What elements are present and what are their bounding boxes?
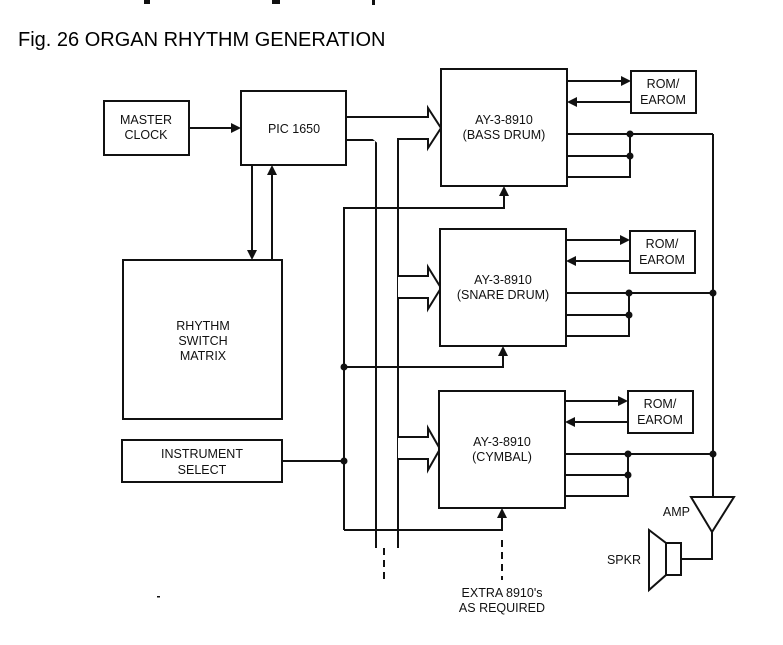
rom-label-2: EAROM bbox=[637, 413, 683, 427]
pic-matrix-wires bbox=[247, 165, 277, 260]
master-clock-label-2: CLOCK bbox=[124, 128, 168, 142]
master-clock-block: MASTER CLOCK bbox=[103, 100, 190, 156]
amp-triangle-icon bbox=[689, 496, 736, 534]
ay-bass-voice-label: (BASS DRUM) bbox=[463, 128, 546, 142]
rhythm-switch-matrix-block: RHYTHM SWITCH MATRIX bbox=[122, 259, 283, 420]
amplifier: AMP bbox=[663, 496, 736, 560]
matrix-label-3: MATRIX bbox=[180, 349, 227, 363]
instrument-select-label-2: SELECT bbox=[178, 463, 227, 477]
ay-cymbal-voice-label: (CYMBAL) bbox=[472, 450, 532, 464]
ay-cymbal-block: AY-3-8910 (CYMBAL) bbox=[438, 390, 566, 509]
extra-8910-continuation: EXTRA 8910's AS REQUIRED bbox=[459, 540, 545, 615]
data-bus bbox=[346, 104, 443, 548]
matrix-label-2: SWITCH bbox=[178, 334, 227, 348]
ay-snare-voice-label: (SNARE DRUM) bbox=[457, 288, 549, 302]
amp-label: AMP bbox=[663, 505, 690, 519]
ay-bass-chip-label: AY-3-8910 bbox=[475, 113, 533, 127]
pic-1650-block: PIC 1650 bbox=[240, 90, 347, 166]
audio-out-bass bbox=[567, 130, 713, 178]
rom-earom-cymbal: ROM/ EAROM bbox=[565, 390, 694, 434]
clock-to-pic-wire bbox=[189, 123, 241, 133]
rom-label-1: ROM/ bbox=[646, 237, 679, 251]
matrix-label-1: RHYTHM bbox=[176, 319, 229, 333]
speaker-label: SPKR bbox=[607, 553, 641, 567]
stray-mark bbox=[157, 596, 160, 598]
instrument-select-block: INSTRUMENT SELECT bbox=[121, 439, 283, 483]
cut-off-previous-line bbox=[144, 0, 375, 5]
rom-label-1: ROM/ bbox=[644, 397, 677, 411]
rom-label-2: EAROM bbox=[639, 253, 685, 267]
extra-note-line-1: EXTRA 8910's bbox=[462, 586, 543, 600]
rom-label-1: ROM/ bbox=[647, 77, 680, 91]
speaker-cone-icon bbox=[648, 527, 667, 593]
speaker: SPKR bbox=[607, 527, 682, 593]
audio-out-cymbal bbox=[565, 450, 717, 497]
pic-data-line bbox=[346, 139, 385, 582]
figure-title: Fig. 26 ORGAN RHYTHM GENERATION bbox=[18, 29, 385, 51]
master-clock-label-1: MASTER bbox=[120, 113, 172, 127]
ay-cymbal-chip-label: AY-3-8910 bbox=[473, 435, 531, 449]
speaker-magnet-icon bbox=[665, 542, 682, 576]
rom-earom-bass: ROM/ EAROM bbox=[567, 70, 697, 114]
extra-note-line-2: AS REQUIRED bbox=[459, 601, 545, 615]
ay-snare-chip-label: AY-3-8910 bbox=[474, 273, 532, 287]
pic-label: PIC 1650 bbox=[268, 122, 320, 136]
ay-bass-drum-block: AY-3-8910 (BASS DRUM) bbox=[440, 68, 568, 187]
ay-snare-drum-block: AY-3-8910 (SNARE DRUM) bbox=[439, 228, 567, 347]
rom-earom-snare: ROM/ EAROM bbox=[566, 230, 696, 274]
rom-label-2: EAROM bbox=[640, 93, 686, 107]
audio-out-snare bbox=[566, 289, 717, 337]
instrument-select-label-1: INSTRUMENT bbox=[161, 447, 243, 461]
